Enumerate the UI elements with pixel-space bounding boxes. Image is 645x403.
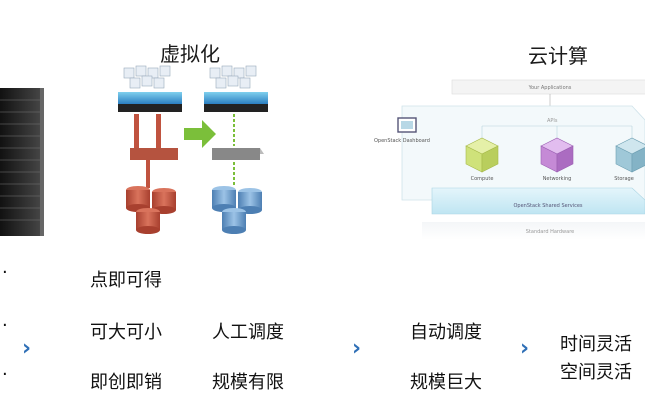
shared-services-label: OpenStack Shared Services <box>513 203 582 209</box>
cloud-feature: 自动调度 <box>410 322 482 343</box>
chevron-right-icon: › <box>352 336 362 361</box>
right-feature: 时间灵活 <box>560 334 632 355</box>
left-partial-item: · <box>2 262 8 283</box>
virtualization-title: 虚拟化 <box>160 42 220 66</box>
vm-stack-icon <box>118 65 182 112</box>
left-partial-item: · <box>2 364 8 385</box>
arrow-right-icon <box>184 120 216 148</box>
server-rack-icon <box>0 88 44 236</box>
cloud-title: 云计算 <box>528 44 588 68</box>
right-partial-column: 时间灵活 空间灵活 <box>560 330 645 384</box>
openstack-diagram: Your Applications APIs OpenStack Dashboa… <box>374 79 645 240</box>
virt-feature: 可大可小 <box>90 322 162 343</box>
apis-label: APIs <box>547 118 558 124</box>
dashboard-label: OpenStack Dashboard <box>374 138 430 144</box>
cube-icon <box>615 137 645 173</box>
virtualization-diagram <box>118 65 268 234</box>
cube-icon <box>465 137 499 173</box>
storage-label: Storage <box>614 176 634 182</box>
your-applications-label: Your Applications <box>528 85 572 91</box>
left-partial-item: · <box>2 315 8 336</box>
database-icon <box>126 186 176 234</box>
chevron-right-icon: › <box>520 336 530 361</box>
compute-label: Compute <box>471 176 494 182</box>
networking-label: Networking <box>543 176 572 182</box>
virt-limitation: 人工调度 <box>212 322 284 343</box>
cloud-feature: 规模巨大 <box>410 372 482 393</box>
right-feature: 空间灵活 <box>560 362 632 383</box>
virt-feature: 点即可得 <box>90 270 162 291</box>
virt-limitation: 规模有限 <box>212 372 284 393</box>
standard-hardware-label: Standard Hardware <box>526 229 574 235</box>
chevron-right-icon: › <box>22 336 32 361</box>
virt-feature: 即创即销 <box>90 372 162 393</box>
cube-icon <box>540 137 574 173</box>
